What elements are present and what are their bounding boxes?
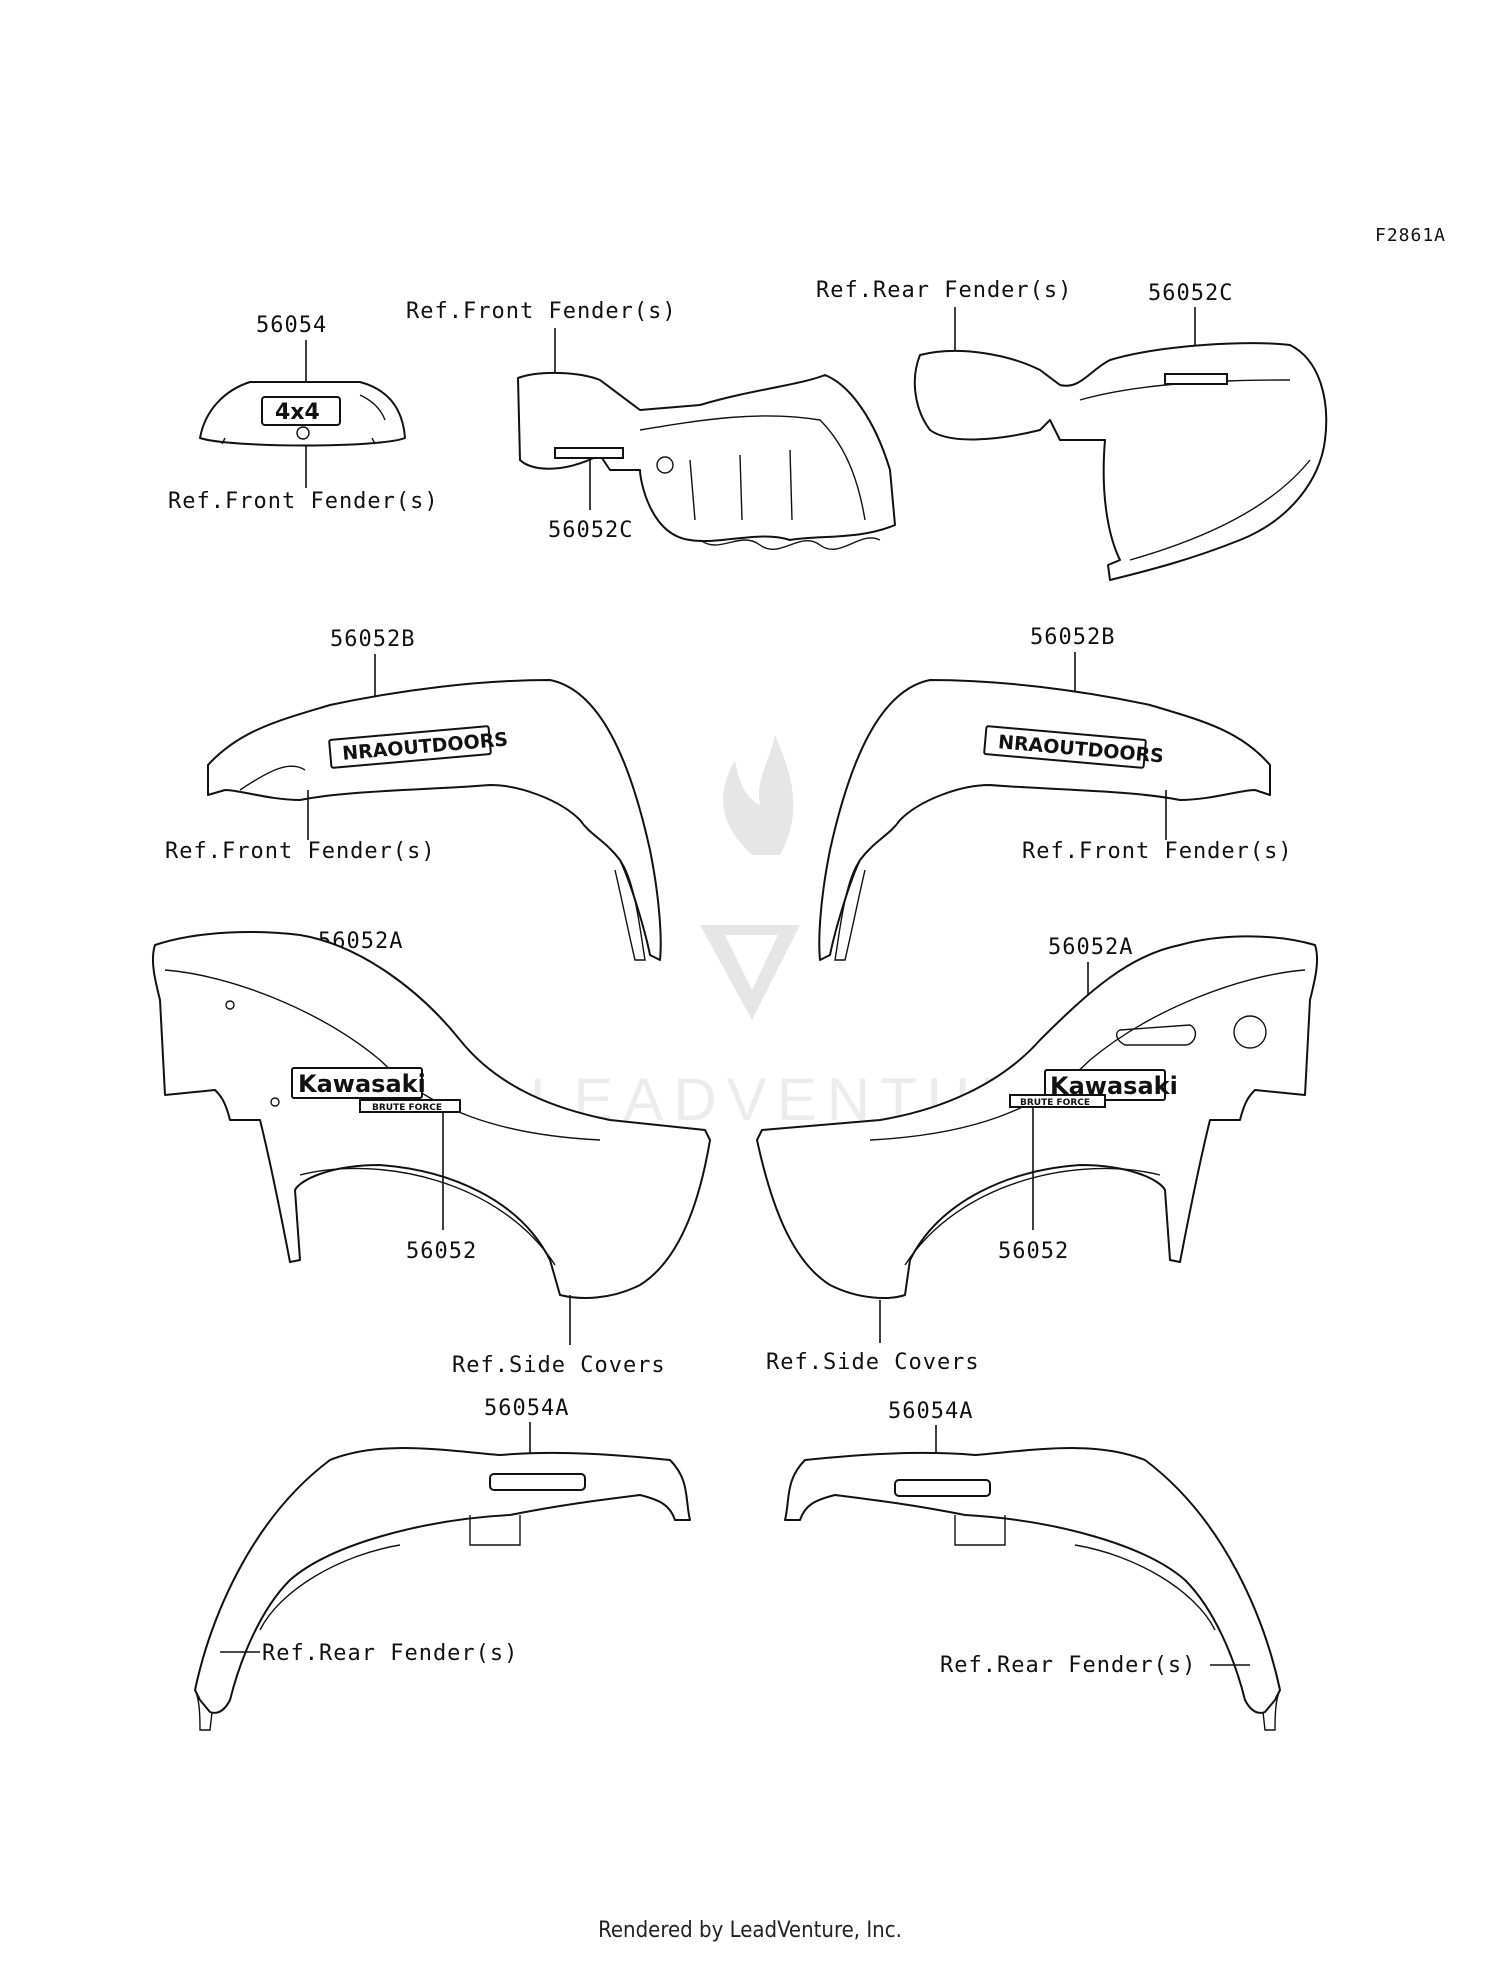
right-rear-fender: 56054A Ref.Rear Fender(s): [784, 1399, 1281, 1731]
label-56052c-front[interactable]: 56052C: [548, 518, 633, 543]
figure-id: F2861A: [1375, 225, 1446, 246]
label-ref-front-fender-3[interactable]: Ref.Front Fender(s): [165, 839, 436, 864]
footer-credit: Rendered by LeadVenture, Inc.: [598, 1918, 902, 1943]
label-56054a-left[interactable]: 56054A: [484, 1396, 569, 1421]
decal-kawasaki-left: Kawasaki: [298, 1070, 426, 1098]
left-side-fender: 56052A Kawasaki BRUTE FORCE 56052 Ref.Si…: [151, 929, 711, 1378]
label-56052c-rear[interactable]: 56052C: [1148, 281, 1233, 306]
right-front-fender: 56052B NRAOUTDOORS Ref.Front Fender(s): [818, 625, 1293, 961]
left-front-fender: 56052B NRAOUTDOORS Ref.Front Fender(s): [165, 627, 662, 961]
label-56054[interactable]: 56054: [256, 313, 327, 338]
right-side-fender: 56052A Kawasaki BRUTE FORCE 56052 Ref.Si…: [756, 935, 1319, 1375]
label-56052b-left[interactable]: 56052B: [330, 627, 415, 652]
label-56052b-right[interactable]: 56052B: [1030, 625, 1115, 650]
decal-4x4: 4x4: [275, 400, 320, 425]
label-ref-front-fender-2[interactable]: Ref.Front Fender(s): [406, 299, 677, 324]
front-inner-fender: Ref.Front Fender(s) 56052C: [406, 299, 896, 551]
label-ref-side-covers-right[interactable]: Ref.Side Covers: [766, 1350, 980, 1375]
decal-bruteforce-left: BRUTE FORCE: [372, 1103, 442, 1113]
label-ref-rear-fender-2[interactable]: Ref.Rear Fender(s): [262, 1641, 518, 1666]
rear-inner-fender: Ref.Rear Fender(s) 56052C: [816, 278, 1328, 581]
label-ref-front-fender-4[interactable]: Ref.Front Fender(s): [1022, 839, 1293, 864]
label-56052-right[interactable]: 56052: [998, 1239, 1069, 1264]
front-cover-4x4: 56054 4x4 Ref.Front Fender(s): [168, 313, 439, 514]
label-ref-rear-fender-1[interactable]: Ref.Rear Fender(s): [816, 278, 1072, 303]
label-ref-rear-fender-3[interactable]: Ref.Rear Fender(s): [940, 1653, 1196, 1678]
left-rear-fender: 56054A Ref.Rear Fender(s): [194, 1396, 691, 1731]
label-56052a-right[interactable]: 56052A: [1048, 935, 1133, 960]
decal-bruteforce-right: BRUTE FORCE: [1020, 1098, 1090, 1108]
label-ref-front-fender-1[interactable]: Ref.Front Fender(s): [168, 489, 439, 514]
label-ref-side-covers-left[interactable]: Ref.Side Covers: [452, 1353, 666, 1378]
label-56052-left[interactable]: 56052: [406, 1239, 477, 1264]
label-56054a-right[interactable]: 56054A: [888, 1399, 973, 1424]
